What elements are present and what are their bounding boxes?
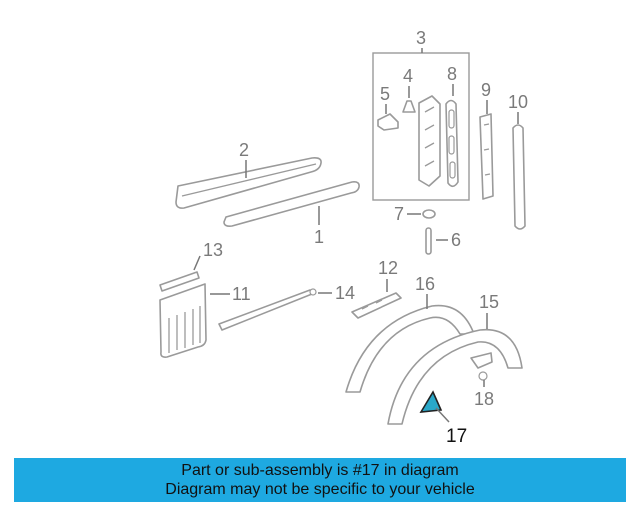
callout-18: 18: [474, 389, 494, 409]
part-3-group-box: [372, 52, 470, 201]
part-3-panel[interactable]: [418, 95, 441, 187]
callout-2: 2: [239, 140, 249, 160]
part-18-bracket[interactable]: [470, 352, 493, 381]
callout-16: 16: [415, 274, 435, 294]
part-10-strip[interactable]: [512, 124, 526, 230]
part-7-button[interactable]: [422, 209, 436, 219]
callout-15: 15: [479, 292, 499, 312]
part-14-rod[interactable]: [218, 288, 317, 331]
callout-6: 6: [451, 230, 461, 250]
part-4-clip[interactable]: [402, 100, 416, 113]
callout-8: 8: [447, 64, 457, 84]
part-13-strip[interactable]: [159, 271, 200, 292]
part-17-highlighted[interactable]: [419, 390, 443, 413]
callout-7: 7: [394, 204, 404, 224]
callout-9: 9: [481, 80, 491, 100]
part-8-strip[interactable]: [445, 99, 459, 188]
banner-line-1: Part or sub-assembly is #17 in diagram: [181, 462, 459, 479]
callout-3: 3: [416, 28, 426, 48]
callout-1: 1: [314, 227, 324, 247]
leader-lines: [193, 48, 519, 423]
part-15-flare[interactable]: [387, 328, 523, 425]
callout-5: 5: [380, 84, 390, 104]
part-2-molding[interactable]: [175, 157, 322, 209]
part-5-bracket[interactable]: [377, 113, 399, 131]
callout-11: 11: [232, 284, 251, 304]
parts-diagram: 3 2 1 5 4 8 9 10 7 6 13 11 14 12 16 15 1…: [159, 28, 528, 447]
callout-12: 12: [378, 258, 398, 278]
info-banner: Part or sub-assembly is #17 in diagram D…: [14, 458, 626, 502]
callout-10: 10: [508, 92, 528, 112]
banner-line-2: Diagram may not be specific to your vehi…: [165, 481, 475, 498]
callout-4: 4: [403, 66, 413, 86]
part-12-bracket[interactable]: [351, 292, 402, 319]
part-6-pin[interactable]: [425, 227, 432, 255]
callout-17: 17: [446, 426, 467, 447]
callout-13: 13: [203, 240, 223, 260]
part-1-molding[interactable]: [223, 181, 360, 227]
part-9-strip[interactable]: [479, 113, 494, 200]
part-11-flap[interactable]: [159, 283, 207, 358]
callout-14: 14: [335, 283, 355, 303]
